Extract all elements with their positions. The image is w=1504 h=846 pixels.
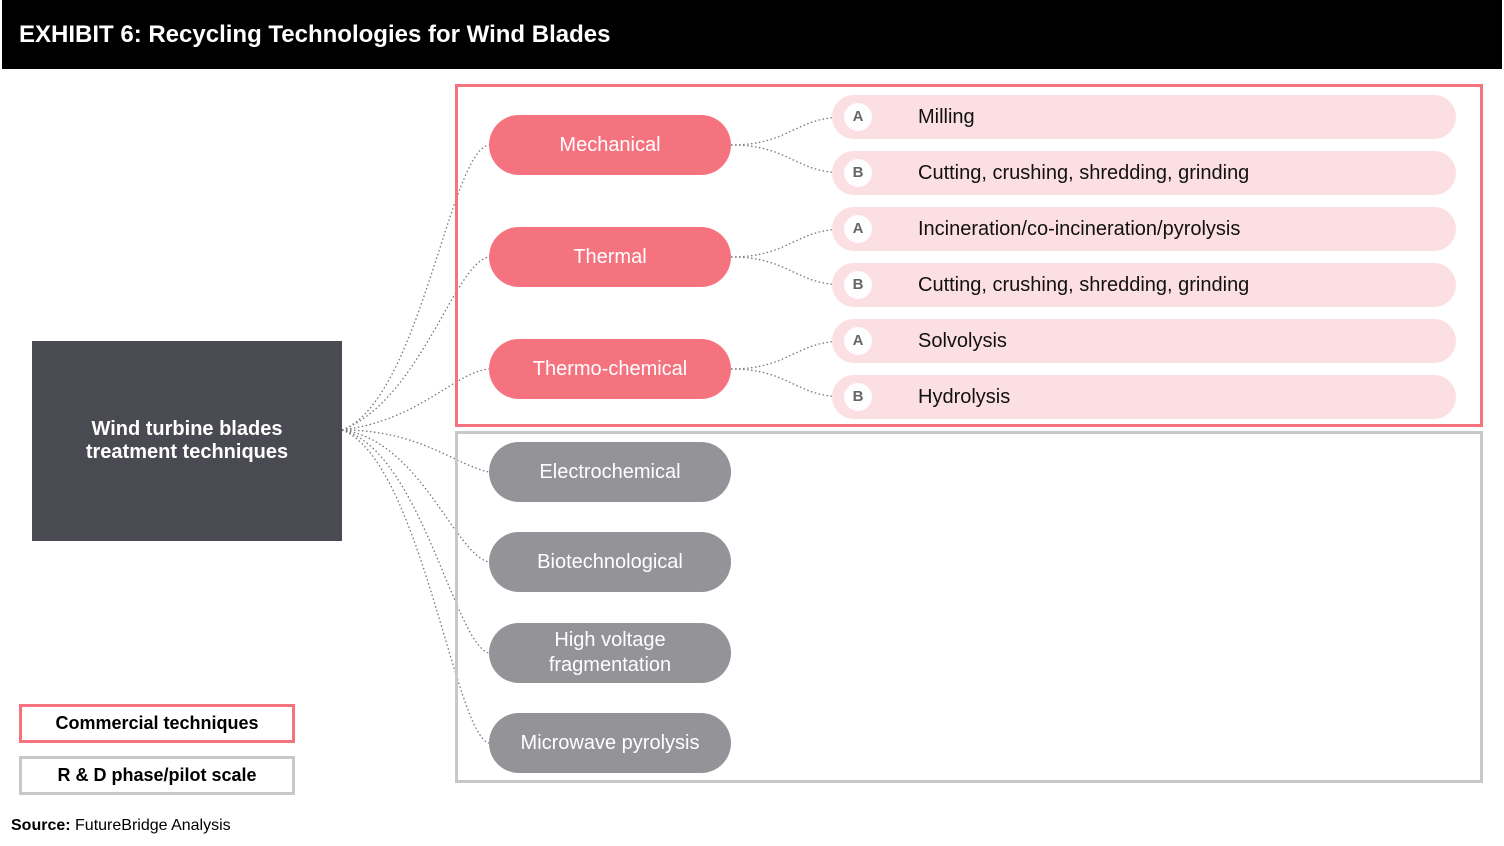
sub-method-thermal-b: B Cutting, crushing, shredding, grinding <box>832 263 1456 307</box>
technique-thermo-chemical: Thermo-chemical <box>489 339 731 399</box>
badge: A <box>844 215 872 243</box>
source-prefix: Source: <box>11 817 71 834</box>
exhibit-title: EXHIBIT 6: Recycling Technologies for Wi… <box>2 0 1502 69</box>
sub-method-label: Solvolysis <box>918 330 1007 352</box>
sub-method-mechanical-a: A Milling <box>832 95 1456 139</box>
technique-label: Thermo-chemical <box>532 357 688 380</box>
source-text: FutureBridge Analysis <box>70 817 231 834</box>
badge: A <box>844 103 872 131</box>
root-node: Wind turbine blades treatment techniques <box>32 341 342 541</box>
technique-electrochemical: Electrochemical <box>489 442 731 502</box>
technique-label: High voltage fragmentation <box>548 629 672 676</box>
technique-label: Thermal <box>573 245 647 268</box>
commercial-group-frame <box>455 84 1483 427</box>
link-root-hvf <box>341 429 490 654</box>
root-label: Wind turbine blades treatment techniques <box>85 418 289 463</box>
legend-rd: R & D phase/pilot scale <box>19 756 295 795</box>
sub-method-label: Milling <box>918 106 975 128</box>
sub-method-mechanical-b: B Cutting, crushing, shredding, grinding <box>832 151 1456 195</box>
legend-commercial: Commercial techniques <box>19 704 295 743</box>
sub-method-thermo-chemical-b: B Hydrolysis <box>832 375 1456 419</box>
link-root-electrochemical <box>341 429 490 473</box>
technique-microwave-pyrolysis: Microwave pyrolysis <box>489 713 731 773</box>
technique-thermal: Thermal <box>489 227 731 287</box>
badge: B <box>844 383 872 411</box>
sub-method-thermo-chemical-a: A Solvolysis <box>832 319 1456 363</box>
badge: B <box>844 159 872 187</box>
technique-biotechnological: Biotechnological <box>489 532 731 592</box>
sub-method-label: Cutting, crushing, shredding, grinding <box>918 162 1250 184</box>
badge: A <box>844 327 872 355</box>
sub-method-label: Incineration/co-incineration/pyrolysis <box>918 218 1241 240</box>
link-root-thermal <box>341 256 490 431</box>
technique-label: Electrochemical <box>539 460 681 483</box>
technique-mechanical: Mechanical <box>489 115 731 175</box>
technique-high-voltage-fragmentation: High voltage fragmentation <box>489 623 731 683</box>
sub-method-label: Hydrolysis <box>918 386 1011 408</box>
link-root-thermochemical <box>341 368 490 431</box>
sub-method-thermal-a: A Incineration/co-incineration/pyrolysis <box>832 207 1456 251</box>
badge: B <box>844 271 872 299</box>
technique-label: Mechanical <box>559 133 661 156</box>
technique-label: Biotechnological <box>537 550 683 573</box>
link-root-biotechnological <box>341 429 490 563</box>
source-note: Source: FutureBridge Analysis <box>11 817 231 835</box>
rd-group-frame <box>455 431 1483 783</box>
technique-label: Microwave pyrolysis <box>520 731 700 754</box>
link-root-mechanical <box>341 144 490 431</box>
link-root-microwave <box>341 429 490 744</box>
sub-method-label: Cutting, crushing, shredding, grinding <box>918 274 1250 296</box>
